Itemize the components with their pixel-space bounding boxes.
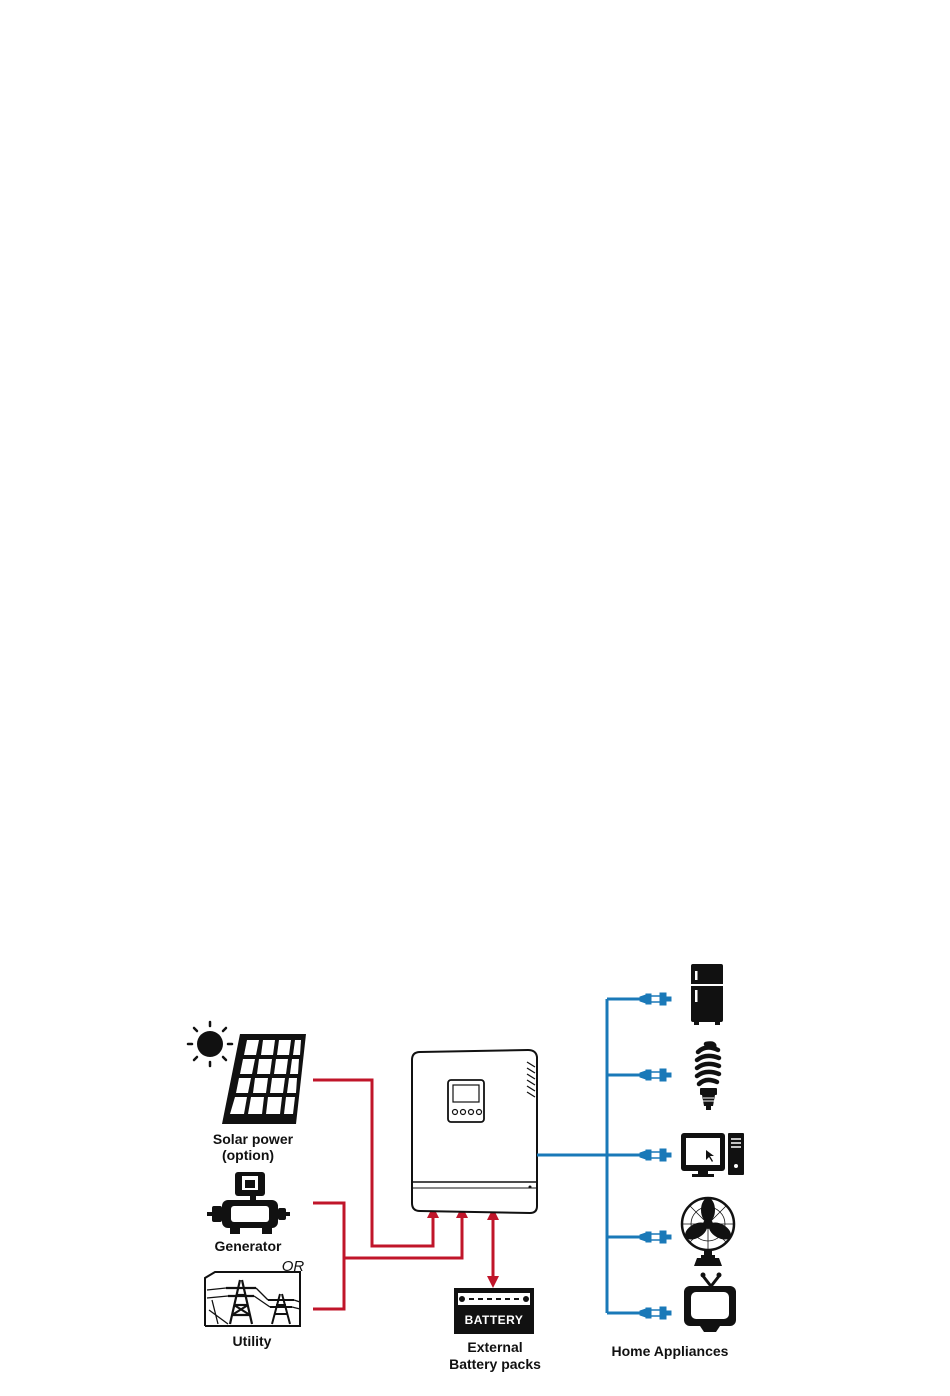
computer-icon: [681, 1133, 744, 1177]
generator-label: Generator: [215, 1238, 282, 1254]
fan-icon: [682, 1198, 734, 1266]
tv-icon: [684, 1273, 736, 1333]
solar-label-line2: (option): [222, 1147, 274, 1163]
inverter-display: [448, 1080, 484, 1122]
grid-wire: [344, 1212, 462, 1258]
utility-label: Utility: [233, 1333, 272, 1349]
generator-wire: [313, 1203, 344, 1309]
appliances-label: Home Appliances: [612, 1343, 729, 1359]
cfl-bulb-icon: [697, 1044, 719, 1111]
battery-icon: [454, 1288, 534, 1334]
battery-label-line1: External: [467, 1339, 522, 1355]
generator-icon: [207, 1172, 290, 1234]
output-wires: [537, 999, 640, 1313]
battery-text: BATTERY: [465, 1313, 524, 1327]
solar-label-line1: Solar power: [213, 1131, 294, 1147]
solar-panel-icon: [222, 1034, 306, 1124]
refrigerator-icon: [691, 964, 723, 1025]
battery-label-line2: Battery packs: [449, 1356, 541, 1372]
sun-icon: [188, 1022, 232, 1066]
plug-icon: [640, 993, 671, 1319]
utility-tower-icon: [205, 1272, 300, 1326]
inverter-unit: [412, 1050, 537, 1213]
